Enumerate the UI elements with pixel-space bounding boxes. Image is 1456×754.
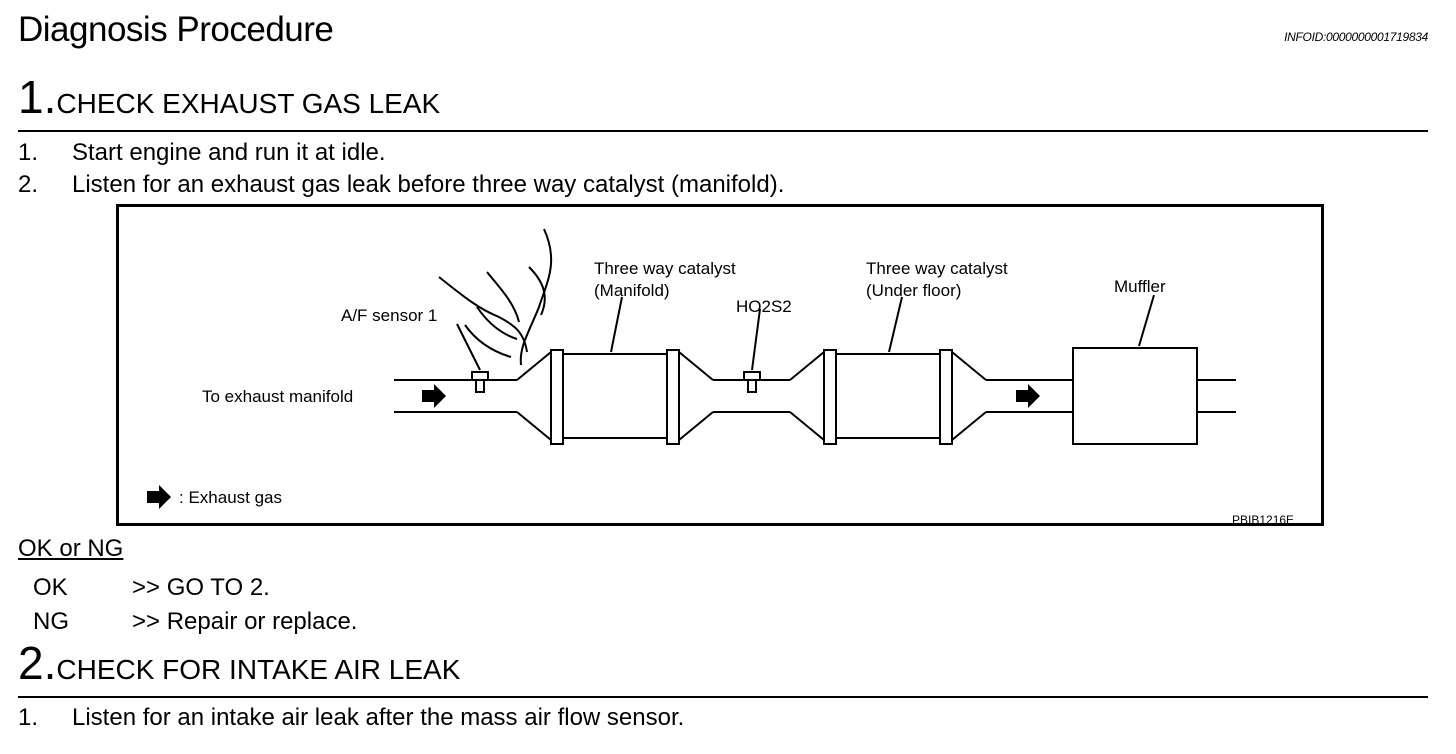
label-twc-manifold-line1: Three way catalyst: [594, 259, 736, 278]
step-2-divider: [18, 696, 1428, 698]
step-1-item-1-text: Start engine and run it at idle.: [72, 139, 386, 166]
twc-manifold-body: [562, 353, 668, 439]
label-twc-underfloor-line1: Three way catalyst: [866, 259, 1008, 278]
label-ho2s2: HO2S2: [736, 297, 792, 316]
label-to-exhaust-manifold: To exhaust manifold: [202, 387, 353, 406]
label-af-sensor: A/F sensor 1: [341, 306, 437, 325]
step-1-divider: [18, 130, 1428, 132]
twc-underfloor-body: [835, 353, 941, 439]
legend-text: : Exhaust gas: [179, 488, 282, 507]
step-2-heading: 2.CHECK FOR INTAKE AIR LEAK: [18, 640, 460, 686]
result-ok-text: >> GO TO 2.: [132, 574, 270, 601]
legend-arrow: [147, 485, 171, 509]
label-muffler: Muffler: [1114, 277, 1166, 296]
exhaust-system-figure: Three way catalyst (Manifold) Three way …: [116, 204, 1324, 527]
step-1-title: CHECK EXHAUST GAS LEAK: [56, 88, 441, 119]
result-heading: OK or NG: [18, 535, 124, 562]
twc-manifold-flange-in: [550, 349, 564, 445]
step-1-item-1-number: 1.: [18, 139, 39, 166]
result-ok-code: OK: [33, 574, 68, 601]
label-twc-manifold-line2: (Manifold): [594, 281, 670, 300]
twc-underfloor-flange-in: [823, 349, 837, 445]
label-twc-underfloor-line2: (Under floor): [866, 281, 961, 300]
result-ng-code: NG: [33, 608, 69, 635]
step-1-heading: 1.CHECK EXHAUST GAS LEAK: [18, 74, 440, 120]
flow-arrow-outlet: [1016, 384, 1040, 408]
step-2-title: CHECK FOR INTAKE AIR LEAK: [56, 654, 461, 685]
info-id: INFOID:0000000001719834: [1284, 30, 1428, 44]
step-2-item-1-number: 1.: [18, 704, 39, 731]
figure-code: PBIB1216E: [1232, 513, 1294, 523]
page-title: Diagnosis Procedure: [18, 10, 334, 49]
step-2-number: 2.: [18, 637, 57, 689]
flow-arrow-inlet: [422, 384, 446, 408]
twc-manifold-flange-out: [666, 349, 680, 445]
step-1-item-2-number: 2.: [18, 171, 39, 198]
muffler-body: [1072, 347, 1198, 445]
step-1-number: 1.: [18, 71, 57, 123]
result-ng-text: >> Repair or replace.: [132, 608, 358, 635]
exhaust-system-diagram: Three way catalyst (Manifold) Three way …: [147, 228, 1294, 527]
twc-underfloor-flange-out: [939, 349, 953, 445]
step-1-item-2-text: Listen for an exhaust gas leak before th…: [72, 171, 785, 198]
step-2-item-1-text: Listen for an intake air leak after the …: [72, 704, 685, 731]
